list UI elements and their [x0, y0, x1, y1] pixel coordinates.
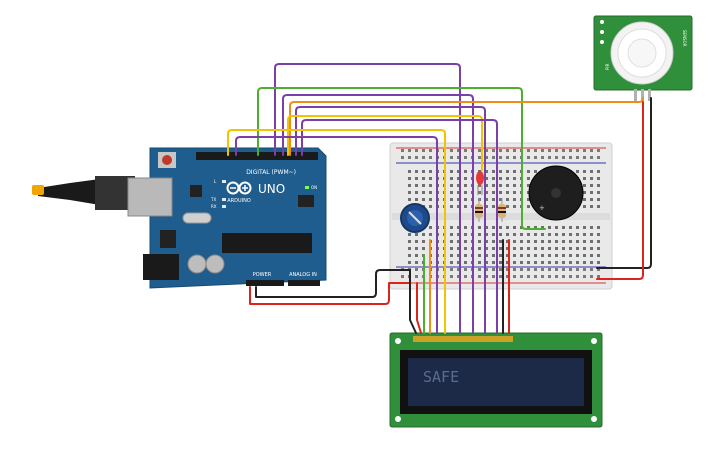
potentiometer: [400, 203, 430, 233]
pir-sensor: PIR SENSOR: [593, 15, 693, 101]
wire-black-gnd: [255, 269, 411, 298]
led-on-label: ON: [311, 185, 317, 190]
led-rx-label: RX: [211, 204, 217, 209]
usb-plug-tip: [32, 185, 44, 195]
svg-text:+: +: [539, 204, 545, 212]
wire-red-pir: [596, 101, 644, 280]
arduino-logo-icon: [226, 181, 252, 195]
analog-header-label: ANALOG IN: [289, 272, 317, 278]
wire-purple-2: [282, 94, 474, 334]
lcd-16x2: SAFE: [389, 332, 603, 428]
pir-label-right: SENSOR: [682, 30, 687, 47]
digital-header: [196, 152, 318, 160]
power-header-label: POWER: [253, 272, 272, 278]
reset-button: [162, 155, 172, 165]
lcd-screen: [408, 358, 584, 406]
led-tx-label: TX: [210, 197, 216, 202]
power-header: [246, 280, 284, 286]
wire-black-lcd: [409, 269, 417, 334]
buzzer: +: [528, 165, 584, 221]
led-l-label: L: [214, 179, 217, 184]
arduino-uno-board: DIGITAL (PWM~) POWER ANALOG IN ARDUINO U…: [32, 147, 327, 289]
wire-purple-3: [295, 106, 486, 334]
pir-label-left: PIR: [605, 63, 610, 70]
wire-purple-1: [274, 63, 461, 334]
wire-yellow-1: [287, 115, 483, 171]
analog-header: [288, 280, 320, 286]
atmega-chip: [222, 233, 312, 253]
wire-yellow-2: [227, 129, 446, 334]
wire-purple-5: [235, 136, 438, 334]
wire-red-lcd: [416, 282, 422, 334]
resistor-2: [498, 198, 506, 222]
power-led: [305, 186, 309, 189]
digital-header-label: DIGITAL (PWM~): [246, 169, 296, 176]
power-jack: [143, 254, 179, 280]
wire-red-5v: [249, 282, 411, 305]
red-led: [476, 171, 484, 195]
arduino-model-text: UNO: [258, 182, 285, 196]
arduino-brand-text: ARDUINO: [227, 198, 251, 204]
resistor-1: [475, 198, 483, 222]
wires: [227, 63, 652, 334]
wire-black-pir: [596, 97, 652, 269]
lcd-header-pins: [413, 336, 513, 342]
usb-port: [127, 177, 173, 217]
wire-purple-4: [301, 119, 498, 334]
wire-orange-1: [289, 97, 644, 156]
wire-green-1: [257, 87, 546, 230]
lcd-display-text: SAFE: [423, 368, 459, 386]
